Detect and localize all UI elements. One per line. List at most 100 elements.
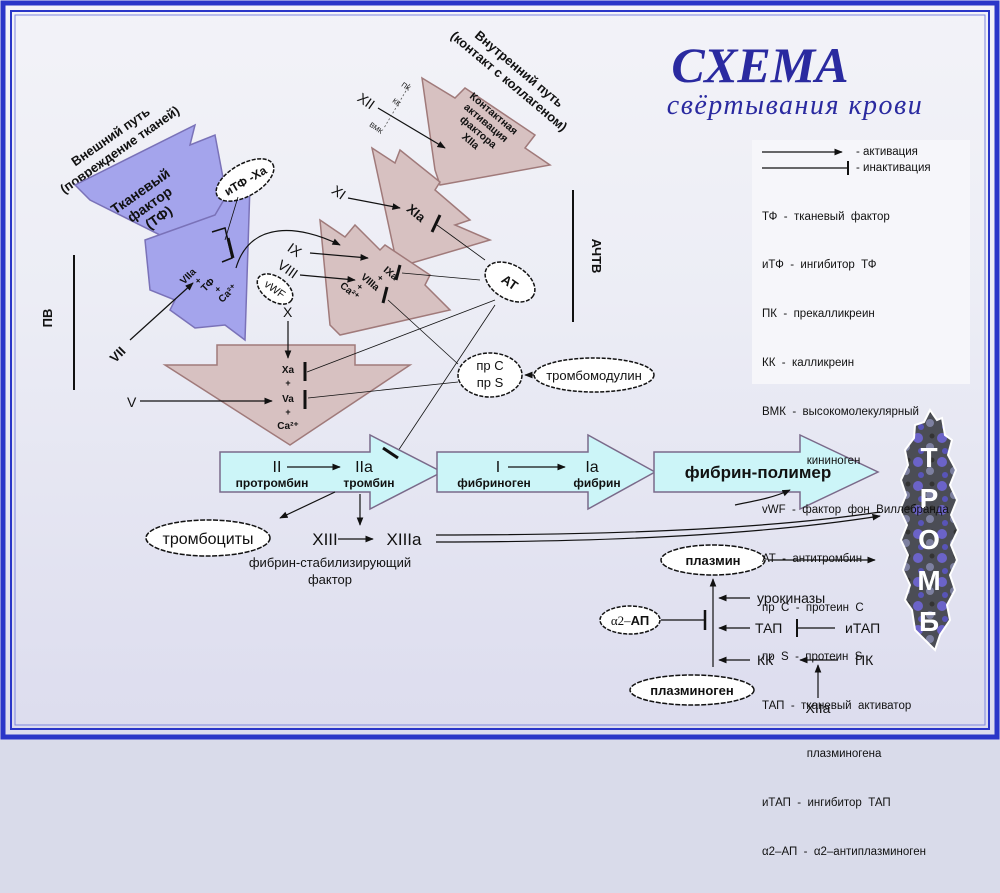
svg-text:+: + bbox=[375, 272, 385, 283]
ixa-inhibition-bar bbox=[394, 264, 402, 281]
svg-text:α2–АП: α2–АП bbox=[611, 613, 649, 628]
ixa-complex-shape bbox=[319, 218, 452, 336]
xiiia-to-thrombus-line-1 bbox=[435, 511, 881, 536]
svg-text:Xa: Xa bbox=[282, 365, 295, 376]
page-frame bbox=[0, 0, 1000, 740]
ix-arrow bbox=[309, 252, 369, 261]
cascade-arrow-prothrombin bbox=[219, 433, 444, 511]
diagram-canvas: СХЕМА свёртывания крови Внешний путь (по… bbox=[0, 0, 1000, 858]
inactivation-bar-icon bbox=[762, 161, 849, 175]
viiia-inhibition-bar bbox=[381, 286, 389, 304]
thrombus-letter-r: Р bbox=[920, 483, 939, 514]
urokinase-label: урокиназы bbox=[757, 590, 825, 606]
legend-item: ПК - прекалликреин bbox=[762, 308, 875, 321]
legend-activation-label: - активация bbox=[856, 146, 918, 158]
at-ixa-line bbox=[401, 272, 481, 281]
svg-text:+: + bbox=[193, 275, 204, 286]
polymer-to-thrombus-arrow bbox=[734, 489, 791, 506]
pv-label: ПВ bbox=[40, 309, 55, 328]
legend-item: α2–АП - α2–антиплазминоген bbox=[762, 846, 926, 859]
a2ap-cloud: α2–АП bbox=[599, 605, 661, 635]
legend-inactivation-label: - инактивация bbox=[856, 162, 931, 174]
thrombus-letter-b: Б bbox=[919, 606, 939, 637]
diagram-svg: СХЕМА свёртывания крови Внешний путь (по… bbox=[0, 0, 1000, 740]
xii-label: XII bbox=[355, 89, 378, 112]
legend-item: ТФ - тканевый фактор bbox=[762, 210, 890, 223]
xiii-label: XIII bbox=[312, 530, 338, 549]
svg-text:плазмин: плазмин bbox=[685, 553, 740, 568]
platelets-cloud: тромбоциты bbox=[145, 519, 271, 557]
legend-items: ТФ - тканевый фактор иТФ - ингибитор ТФ … bbox=[752, 176, 970, 893]
cofactor-vmk: ВМК bbox=[368, 122, 385, 137]
svg-text:+: + bbox=[285, 407, 290, 417]
itf-inhibition-bar bbox=[226, 237, 235, 259]
legend-item: иТАП - ингибитор ТАП bbox=[762, 797, 891, 810]
cascade-arrow-fibrinogen bbox=[436, 433, 657, 511]
at-iia-line bbox=[391, 304, 496, 461]
thrombomodulin-cloud: тромбомодулин bbox=[533, 357, 655, 393]
prc-va-line bbox=[307, 381, 459, 399]
i-label: I bbox=[496, 459, 500, 476]
at-xia-line bbox=[436, 224, 486, 261]
svg-text:пр C: пр C bbox=[476, 358, 503, 373]
legend-item: КК - калликреин bbox=[762, 357, 855, 370]
svg-text:+: + bbox=[285, 378, 290, 388]
xiiia-label: XIIIa bbox=[387, 530, 423, 549]
xiia-label: XIIa bbox=[806, 700, 831, 716]
thrombus: Т Р О М Б bbox=[898, 408, 960, 652]
vii-arrow bbox=[129, 282, 194, 341]
xa-complex-shape bbox=[162, 344, 413, 446]
fibrinogen-label: фибриноген bbox=[457, 476, 531, 490]
xii-cofactor-line bbox=[383, 83, 411, 129]
legend-item: АТ - антитромбин bbox=[762, 552, 863, 565]
vii-label: VII bbox=[107, 344, 129, 366]
contact-activation-shape bbox=[421, 76, 552, 186]
fsf-line2: фактор bbox=[308, 572, 352, 587]
prothrombin-label: протромбин bbox=[236, 476, 309, 490]
iia-label: IIa bbox=[355, 459, 373, 476]
svg-text:тромбомодулин: тромбомодулин bbox=[546, 368, 642, 383]
thrombin-to-platelets-arrow bbox=[279, 491, 336, 519]
tap-label: ТАП bbox=[755, 620, 782, 636]
legend-item: пр S - протеин S bbox=[762, 650, 863, 663]
svg-text:плазминоген: плазминоген bbox=[650, 683, 734, 698]
activation-arrow-icon bbox=[762, 148, 843, 156]
legend-activation: - активация bbox=[752, 144, 970, 160]
legend-box: - активация - инактивация ТФ - тканевый … bbox=[752, 140, 970, 858]
plasminogen-cloud: плазминоген bbox=[629, 674, 755, 706]
legend-item: плазминогена bbox=[762, 748, 882, 761]
svg-text:пр S: пр S bbox=[477, 375, 504, 390]
legend-inactivation: - инактивация bbox=[752, 160, 970, 176]
xi-arrow bbox=[347, 197, 401, 210]
fibrin-label: фибрин bbox=[573, 476, 620, 490]
at-xa-line bbox=[306, 299, 496, 373]
ia-label: Ia bbox=[585, 459, 598, 476]
thrombin-label: тромбин bbox=[343, 476, 394, 490]
pk-label: ПК bbox=[855, 652, 874, 668]
viii-arrow bbox=[299, 274, 356, 283]
svg-text:тромбоциты: тромбоциты bbox=[163, 531, 254, 548]
protein-c-s-cloud: пр C пр S bbox=[457, 352, 523, 398]
viia-complex-shape bbox=[144, 183, 251, 342]
legend-item: кининоген bbox=[762, 455, 861, 468]
title-sub: свёртывания крови bbox=[667, 90, 923, 121]
xii-arrow bbox=[377, 107, 446, 149]
cofactor-pk: ПК bbox=[400, 82, 412, 93]
svg-text:Ca²⁺: Ca²⁺ bbox=[277, 421, 298, 432]
kk-label: КК bbox=[757, 652, 774, 668]
thrombus-letter-o: О bbox=[918, 524, 940, 555]
legend-item: пр С - протеин С bbox=[762, 601, 864, 614]
ii-label: II bbox=[273, 459, 282, 476]
xi-label: XI bbox=[329, 182, 349, 203]
legend-item: ТАП - тканевый активатор bbox=[762, 699, 912, 712]
itap-label: иТАП bbox=[845, 620, 880, 636]
legend-item: ВМК - высокомолекулярный bbox=[762, 406, 919, 419]
svg-text:+: + bbox=[355, 281, 365, 292]
iia-inhibition-bar bbox=[382, 446, 399, 460]
fsf-line1: фибрин-стабилизирующий bbox=[249, 555, 411, 570]
x-label: X bbox=[283, 304, 293, 320]
prc-viiia-line bbox=[387, 299, 459, 365]
plasmin-cloud: плазмин bbox=[660, 544, 766, 576]
cofactor-kk: КК bbox=[391, 98, 402, 109]
viia-to-ix-arrow bbox=[235, 230, 341, 269]
